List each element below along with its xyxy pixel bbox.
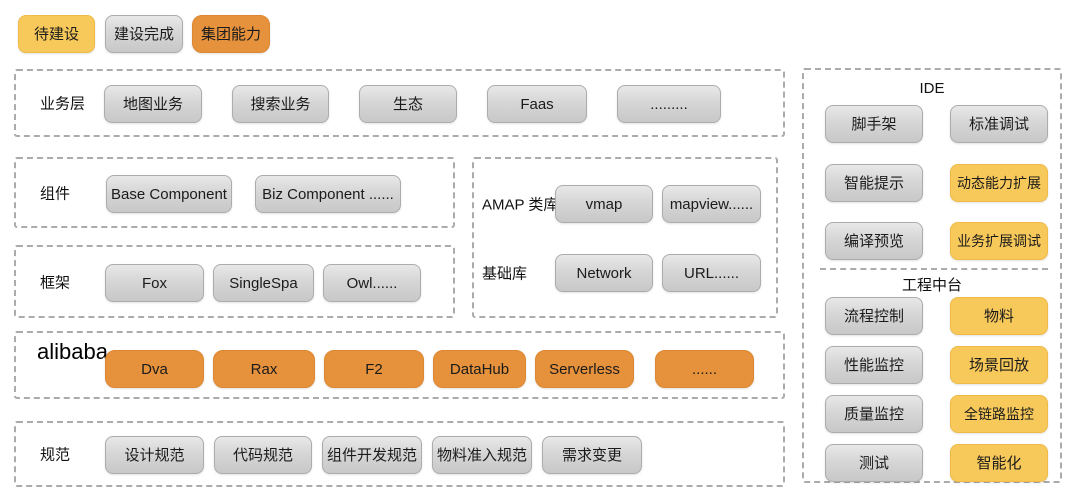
node-vmap: vmap: [555, 185, 653, 223]
node-ecosystem: 生态: [359, 85, 457, 123]
business-layer-box: 业务层 地图业务 搜索业务 生态 Faas .........: [14, 69, 785, 137]
node-biz-extension-debug: 业务扩展调试: [950, 222, 1048, 260]
node-test: 测试: [825, 444, 923, 482]
node-code-spec: 代码规范: [214, 436, 312, 474]
amap-libs-row: AMAP 类库 vmap mapview......: [474, 184, 776, 224]
amap-libs-box: AMAP 类库 vmap mapview...... 基础库 Network U…: [472, 157, 778, 318]
alibaba-box: alibaba Dva Rax F2 DataHub Serverless ..…: [14, 331, 785, 399]
node-network: Network: [555, 254, 653, 292]
amap-libs-label: AMAP 类库: [482, 196, 559, 214]
standards-label: 规范: [40, 446, 71, 464]
node-scaffold: 脚手架: [825, 105, 923, 143]
node-standard-debug: 标准调试: [950, 105, 1048, 143]
node-process-control: 流程控制: [825, 297, 923, 335]
node-owl: Owl......: [323, 264, 421, 302]
framework-box: 框架 Fox SingleSpa Owl......: [14, 245, 455, 318]
node-dva: Dva: [105, 350, 204, 388]
node-singlespa: SingleSpa: [213, 264, 314, 302]
node-requirement-change: 需求变更: [542, 436, 642, 474]
tooling-panel: IDE 脚手架 标准调试 智能提示 动态能力扩展 编译预览 业务扩展调试 工程中…: [802, 68, 1062, 483]
node-datahub: DataHub: [433, 350, 526, 388]
node-biz-component: Biz Component ......: [255, 175, 401, 213]
ide-title: IDE: [919, 80, 945, 97]
node-smart-hint: 智能提示: [825, 164, 923, 202]
node-fox: Fox: [105, 264, 204, 302]
alibaba-label: alibaba: [37, 339, 108, 364]
node-design-spec: 设计规范: [105, 436, 204, 474]
standards-box: 规范 设计规范 代码规范 组件开发规范 物料准入规范 需求变更: [14, 421, 785, 487]
node-intelligence: 智能化: [950, 444, 1048, 482]
node-url: URL......: [662, 254, 761, 292]
node-serverless: Serverless: [535, 350, 634, 388]
node-material-access-spec: 物料准入规范: [432, 436, 532, 474]
node-performance-monitor: 性能监控: [825, 346, 923, 384]
panel-divider: [820, 268, 1048, 270]
node-rax: Rax: [213, 350, 315, 388]
legend-chip-built: 建设完成: [105, 15, 183, 53]
node-mapview: mapview......: [662, 185, 761, 223]
node-map-business: 地图业务: [104, 85, 202, 123]
base-libs-row: 基础库 Network URL......: [474, 253, 776, 293]
engineering-platform-title: 工程中台: [901, 277, 962, 294]
legend-chip-group-capability: 集团能力: [192, 15, 270, 53]
business-layer-label: 业务层: [40, 95, 86, 113]
node-base-component: Base Component: [106, 175, 232, 213]
node-compile-preview: 编译预览: [825, 222, 923, 260]
node-quality-monitor: 质量监控: [825, 395, 923, 433]
node-search-business: 搜索业务: [232, 85, 329, 123]
node-dynamic-capability-extension: 动态能力扩展: [950, 164, 1048, 202]
components-box: 组件 Base Component Biz Component ......: [14, 157, 455, 228]
node-material: 物料: [950, 297, 1048, 335]
framework-label: 框架: [40, 274, 71, 291]
node-ellipsis-business: .........: [617, 85, 721, 123]
node-ellipsis-alibaba: ......: [655, 350, 754, 388]
node-fullchain-monitor: 全链路监控: [950, 395, 1048, 433]
base-libs-label: 基础库: [482, 265, 528, 283]
node-f2: F2: [324, 350, 424, 388]
node-faas: Faas: [487, 85, 587, 123]
components-label: 组件: [40, 185, 71, 202]
node-scene-replay: 场景回放: [950, 346, 1048, 384]
legend-chip-pending: 待建设: [18, 15, 95, 53]
node-component-dev-spec: 组件开发规范: [322, 436, 422, 474]
